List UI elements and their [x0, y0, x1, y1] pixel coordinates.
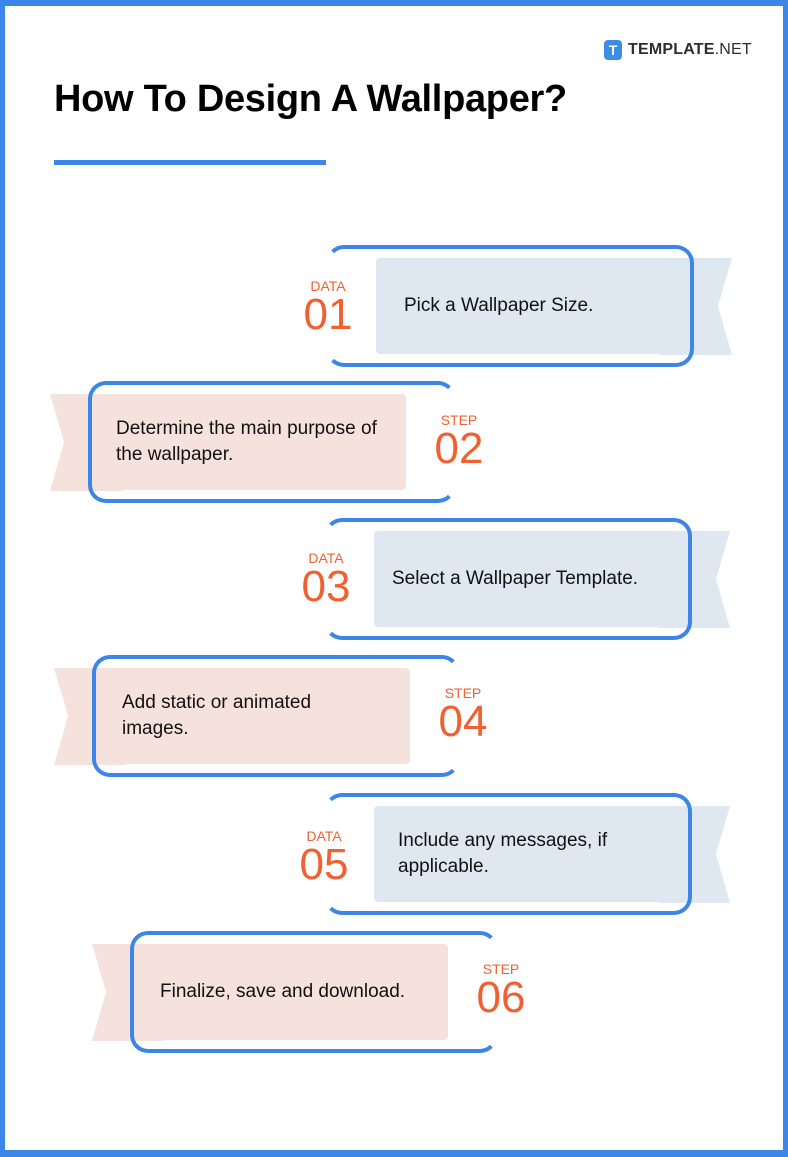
step-label: STEP [444, 685, 482, 701]
step-bracket [326, 245, 694, 367]
step-number: STEP 06 [470, 962, 532, 1020]
step-label: STEP [482, 961, 520, 977]
logo-badge-icon: T [604, 40, 622, 60]
step-bracket [88, 381, 456, 503]
step-label: DATA [306, 828, 342, 844]
step-label: DATA [310, 278, 346, 294]
step-text: Include any messages, if applicable. [374, 806, 684, 902]
title-underline [54, 160, 326, 165]
step-number: DATA 01 [298, 279, 358, 337]
logo-text: TEMPLATE.NET [628, 41, 752, 59]
step-label: STEP [440, 412, 478, 428]
step-bracket [92, 655, 460, 777]
page-title: How To Design A Wallpaper? [54, 78, 567, 120]
step-text: Finalize, save and download. [138, 944, 448, 1040]
step-num: 06 [476, 973, 526, 1022]
step-num: 01 [303, 290, 353, 339]
step-bracket [324, 793, 692, 915]
logo-text-light: .NET [714, 41, 752, 58]
step-number: DATA 05 [294, 829, 354, 887]
step-num: 03 [301, 562, 351, 611]
step-number: STEP 04 [432, 686, 494, 744]
step-text: Determine the main purpose of the wallpa… [96, 394, 406, 490]
step-bracket [324, 518, 692, 640]
step-text: Add static or animated images. [100, 668, 410, 764]
step-number: STEP 02 [428, 413, 490, 471]
step-text: Pick a Wallpaper Size. [376, 258, 686, 354]
step-label: DATA [308, 550, 344, 566]
step-num: 02 [434, 424, 484, 473]
step-number: DATA 03 [296, 551, 356, 609]
step-num: 05 [299, 840, 349, 889]
logo-text-bold: TEMPLATE [628, 41, 715, 58]
step-text: Select a Wallpaper Template. [374, 531, 684, 627]
template-net-logo: T TEMPLATE.NET [604, 40, 752, 60]
step-bracket [130, 931, 498, 1053]
step-num: 04 [438, 697, 488, 746]
